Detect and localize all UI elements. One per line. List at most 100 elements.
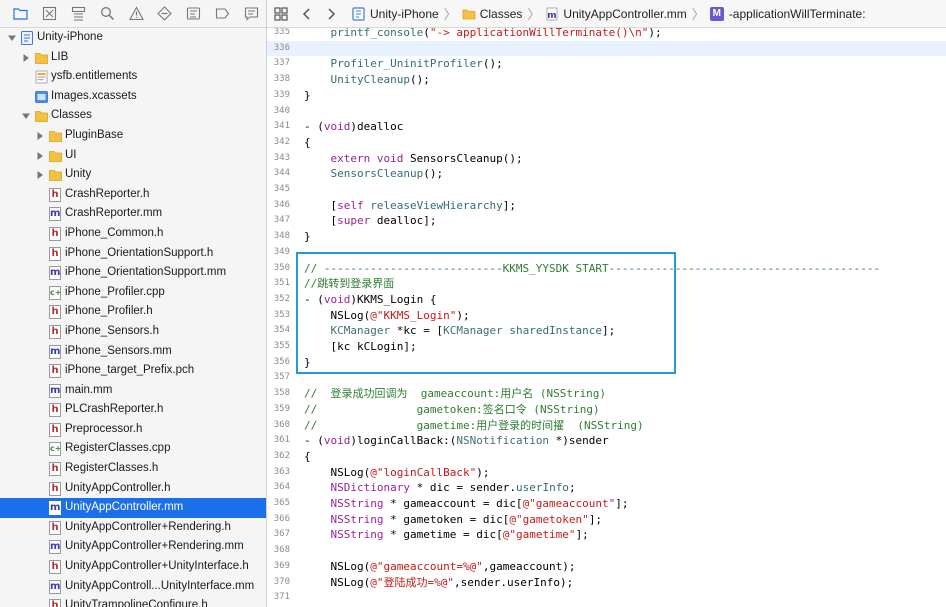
disclosure-open-icon[interactable] xyxy=(7,33,17,43)
code-line[interactable]: 353 NSLog(@"KKMS_Login"); xyxy=(267,308,946,324)
code-line[interactable]: 361- (void)loginCallBack:(NSNotification… xyxy=(267,433,946,449)
file-tree-row[interactable]: c+RegisterClasses.cpp xyxy=(0,439,266,459)
file-tree-label: iPhone_Common.h xyxy=(65,226,164,239)
forward-button[interactable] xyxy=(324,7,342,21)
file-tree-label: CrashReporter.mm xyxy=(65,207,163,220)
file-tree-row[interactable]: Classes xyxy=(0,106,266,126)
disclosure-closed-icon[interactable] xyxy=(21,53,31,63)
code-line[interactable]: 349 xyxy=(267,245,946,261)
jumpbar-group[interactable]: Classes xyxy=(462,7,522,21)
code-line[interactable]: 346 [self releaseViewHierarchy]; xyxy=(267,198,946,214)
code-line[interactable]: 335 printf_console("-> applicationWillTe… xyxy=(267,28,946,41)
code-line[interactable]: 369 NSLog(@"gameaccount=%@",gameaccount)… xyxy=(267,559,946,575)
code-line[interactable]: 359// gametoken:签名口令 (NSString) xyxy=(267,402,946,418)
jumpbar-separator: 〉 xyxy=(527,7,541,22)
hierarchy-icon[interactable] xyxy=(64,0,93,27)
code-line[interactable]: 371 xyxy=(267,590,946,606)
file-tree-row[interactable]: Unity xyxy=(0,165,266,185)
code-token: void xyxy=(376,151,404,165)
disclosure-open-icon[interactable] xyxy=(21,111,31,121)
code-line[interactable]: 352- (void)KKMS_Login { xyxy=(267,292,946,308)
search-icon[interactable] xyxy=(93,0,122,27)
file-tree-row[interactable]: c+iPhone_Profiler.cpp xyxy=(0,283,266,303)
code-line[interactable]: 370 NSLog(@"登陆成功=%@",sender.userInfo); xyxy=(267,575,946,591)
file-tree-row[interactable]: LIB xyxy=(0,48,266,68)
code-line[interactable]: 341- (void)dealloc xyxy=(267,119,946,135)
code-line[interactable]: 357 xyxy=(267,370,946,386)
code-line[interactable]: 368 xyxy=(267,543,946,559)
file-tree-row[interactable]: UI xyxy=(0,146,266,166)
code-line[interactable]: 351//跳转到登录界面 xyxy=(267,276,946,292)
disclosure-closed-icon[interactable] xyxy=(35,151,45,161)
code-line[interactable]: 362{ xyxy=(267,449,946,465)
folder-icon[interactable] xyxy=(6,0,35,27)
code-line[interactable]: 363 NSLog(@"loginCallBack"); xyxy=(267,465,946,481)
code-line[interactable]: 354 KCManager *kc = [KCManager sharedIns… xyxy=(267,323,946,339)
jump-bar: Unity-iPhone 〉 Classes 〉 m UnityAppContr… xyxy=(267,0,946,28)
code-line[interactable]: 347 [super dealloc]; xyxy=(267,213,946,229)
code-line[interactable]: 339} xyxy=(267,88,946,104)
disclosure-closed-icon[interactable] xyxy=(35,170,45,180)
code-line[interactable]: 367 NSString * gametime = dic[@"gametime… xyxy=(267,527,946,543)
code-line[interactable]: 343 extern void SensorsCleanup(); xyxy=(267,151,946,167)
debug-icon[interactable] xyxy=(179,0,208,27)
code-line[interactable]: 340 xyxy=(267,104,946,120)
disclosure-closed-icon[interactable] xyxy=(35,131,45,141)
file-tree-row[interactable]: PluginBase xyxy=(0,126,266,146)
code-line[interactable]: 366 NSString * gametoken = dic[@"gametok… xyxy=(267,512,946,528)
jumpbar-project[interactable]: Unity-iPhone xyxy=(352,7,439,21)
code-line[interactable]: 364 NSDictionary * dic = sender.userInfo… xyxy=(267,480,946,496)
svg-text:m: m xyxy=(548,11,557,21)
back-button[interactable] xyxy=(300,7,318,21)
code-line[interactable]: 336 xyxy=(267,40,946,57)
jumpbar-method[interactable]: M -applicationWillTerminate: xyxy=(709,6,866,21)
breakpoint-icon[interactable] xyxy=(208,0,237,27)
jumpbar-file[interactable]: m UnityAppController.mm xyxy=(545,7,687,21)
warning-icon[interactable] xyxy=(122,0,151,27)
code-line[interactable]: 348} xyxy=(267,229,946,245)
code-line[interactable]: 358// 登录成功回调为 gameaccount:用户名 (NSString) xyxy=(267,386,946,402)
chevron-left-icon xyxy=(300,7,314,21)
code-line[interactable]: 355 [kc kCLogin]; xyxy=(267,339,946,355)
code-token: // ---------------------------KKMS_YYSDK… xyxy=(304,261,881,275)
code-line[interactable]: 342{ xyxy=(267,135,946,151)
code-line[interactable]: 345 xyxy=(267,182,946,198)
test-icon[interactable] xyxy=(150,0,179,27)
code-line[interactable]: 337 Profiler_UninitProfiler(); xyxy=(267,56,946,72)
code-line[interactable]: 360// gametime:用户登录的时间擢 (NSString) xyxy=(267,418,946,434)
report-icon[interactable] xyxy=(237,0,266,27)
xcode-project-icon xyxy=(352,6,366,21)
code-line[interactable]: 350// ---------------------------KKMS_YY… xyxy=(267,261,946,277)
file-tree-row[interactable]: Unity-iPhone xyxy=(0,28,266,48)
code-area[interactable]: 335 printf_console("-> applicationWillTe… xyxy=(267,28,946,607)
code-line[interactable]: 344 SensorsCleanup(); xyxy=(267,166,946,182)
file-tree-row[interactable]: ysfb.entitlements xyxy=(0,67,266,87)
code-line[interactable]: 356} xyxy=(267,355,946,371)
code-line[interactable]: 365 NSString * gameaccount = dic[@"gamea… xyxy=(267,496,946,512)
source-control-icon[interactable] xyxy=(35,0,64,27)
related-items-button[interactable] xyxy=(274,6,292,21)
file-tree-row[interactable]: Images.xcassets xyxy=(0,87,266,107)
code-text: // ---------------------------KKMS_YYSDK… xyxy=(304,261,880,277)
code-line[interactable]: 338 UnityCleanup(); xyxy=(267,72,946,88)
